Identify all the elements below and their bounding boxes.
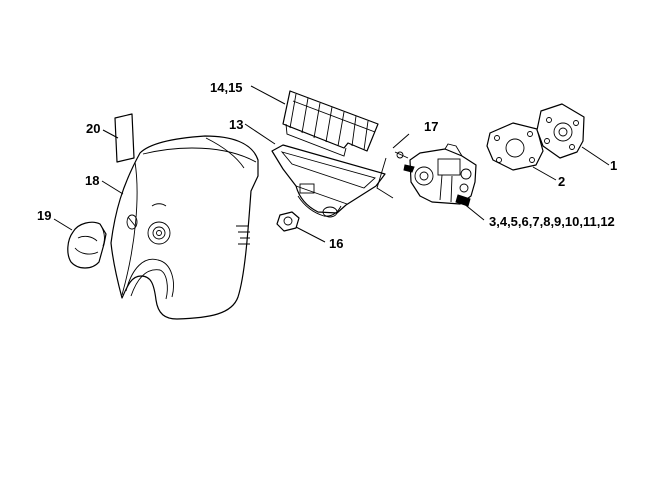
part-3-12-carburetor xyxy=(403,143,477,207)
callout-19: 19 xyxy=(37,208,51,223)
callout-2: 2 xyxy=(558,174,565,189)
part-18-shroud xyxy=(110,135,259,320)
callout-18: 18 xyxy=(85,173,99,188)
callout-17: 17 xyxy=(424,119,438,134)
part-1-plate xyxy=(536,103,585,159)
leader-lines xyxy=(53,85,610,243)
callout-3-12: 3,4,5,6,7,8,9,10,11,12 xyxy=(489,214,615,229)
callout-14-15: 14,15 xyxy=(210,80,243,95)
callout-20: 20 xyxy=(86,121,100,136)
part-19-knob xyxy=(67,221,107,269)
part-17-wire-clip xyxy=(376,151,409,199)
callout-13: 13 xyxy=(229,117,243,132)
callout-16: 16 xyxy=(329,236,343,251)
part-16-nut xyxy=(276,211,300,232)
part-13-filter-housing xyxy=(271,144,386,218)
callout-1: 1 xyxy=(610,158,617,173)
part-14-15-air-filter xyxy=(282,90,379,157)
part-20-decal xyxy=(114,113,135,163)
part-2-gasket xyxy=(486,122,544,171)
